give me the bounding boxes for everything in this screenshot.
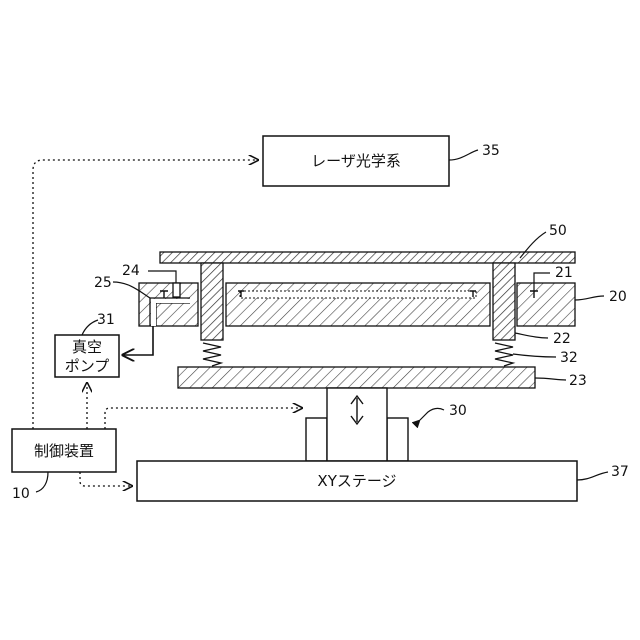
leader-30 <box>420 408 444 420</box>
laser-optics-label: レーザ光学系 <box>311 152 401 170</box>
controller-box: 制御装置 <box>12 429 116 472</box>
leader-20 <box>575 296 604 300</box>
leader-35 <box>449 150 478 160</box>
laser-optics-box: レーザ光学系 <box>263 136 449 186</box>
workpiece-50 <box>160 252 575 263</box>
vacuum-pump-label-2: ポンプ <box>65 357 110 375</box>
leader-37 <box>577 472 608 480</box>
leader-22 <box>515 333 548 338</box>
ref-30: 30 <box>449 403 467 419</box>
leader-24 <box>148 271 176 283</box>
ref-37: 37 <box>611 464 629 480</box>
ref-22: 22 <box>553 331 571 347</box>
ref-21: 21 <box>555 265 573 281</box>
xy-stage-label: XYステージ <box>317 472 396 490</box>
ref-31: 31 <box>97 312 115 328</box>
ref-20: 20 <box>609 289 627 305</box>
springs-32 <box>203 343 513 366</box>
vacuum-pump-box: 真空 ポンプ <box>55 335 119 377</box>
leader-10 <box>36 472 48 492</box>
controller-label: 制御装置 <box>34 442 94 460</box>
ref-32: 32 <box>560 350 578 366</box>
suction-channel <box>240 291 476 298</box>
ref-24: 24 <box>122 263 140 279</box>
leader-32 <box>513 354 556 357</box>
vacuum-hose <box>123 326 153 355</box>
ref-10: 10 <box>12 486 30 502</box>
xy-stage-box: XYステージ <box>137 461 577 501</box>
base-plate-23 <box>178 367 535 388</box>
ref-35: 35 <box>482 143 500 159</box>
ref-25: 25 <box>94 275 112 291</box>
leader-23 <box>535 378 566 380</box>
ref-23: 23 <box>569 373 587 389</box>
suction-port-24 <box>173 283 180 297</box>
leader-31 <box>82 320 98 335</box>
ref-50: 50 <box>549 223 567 239</box>
vacuum-pump-label-1: 真空 <box>72 338 102 356</box>
